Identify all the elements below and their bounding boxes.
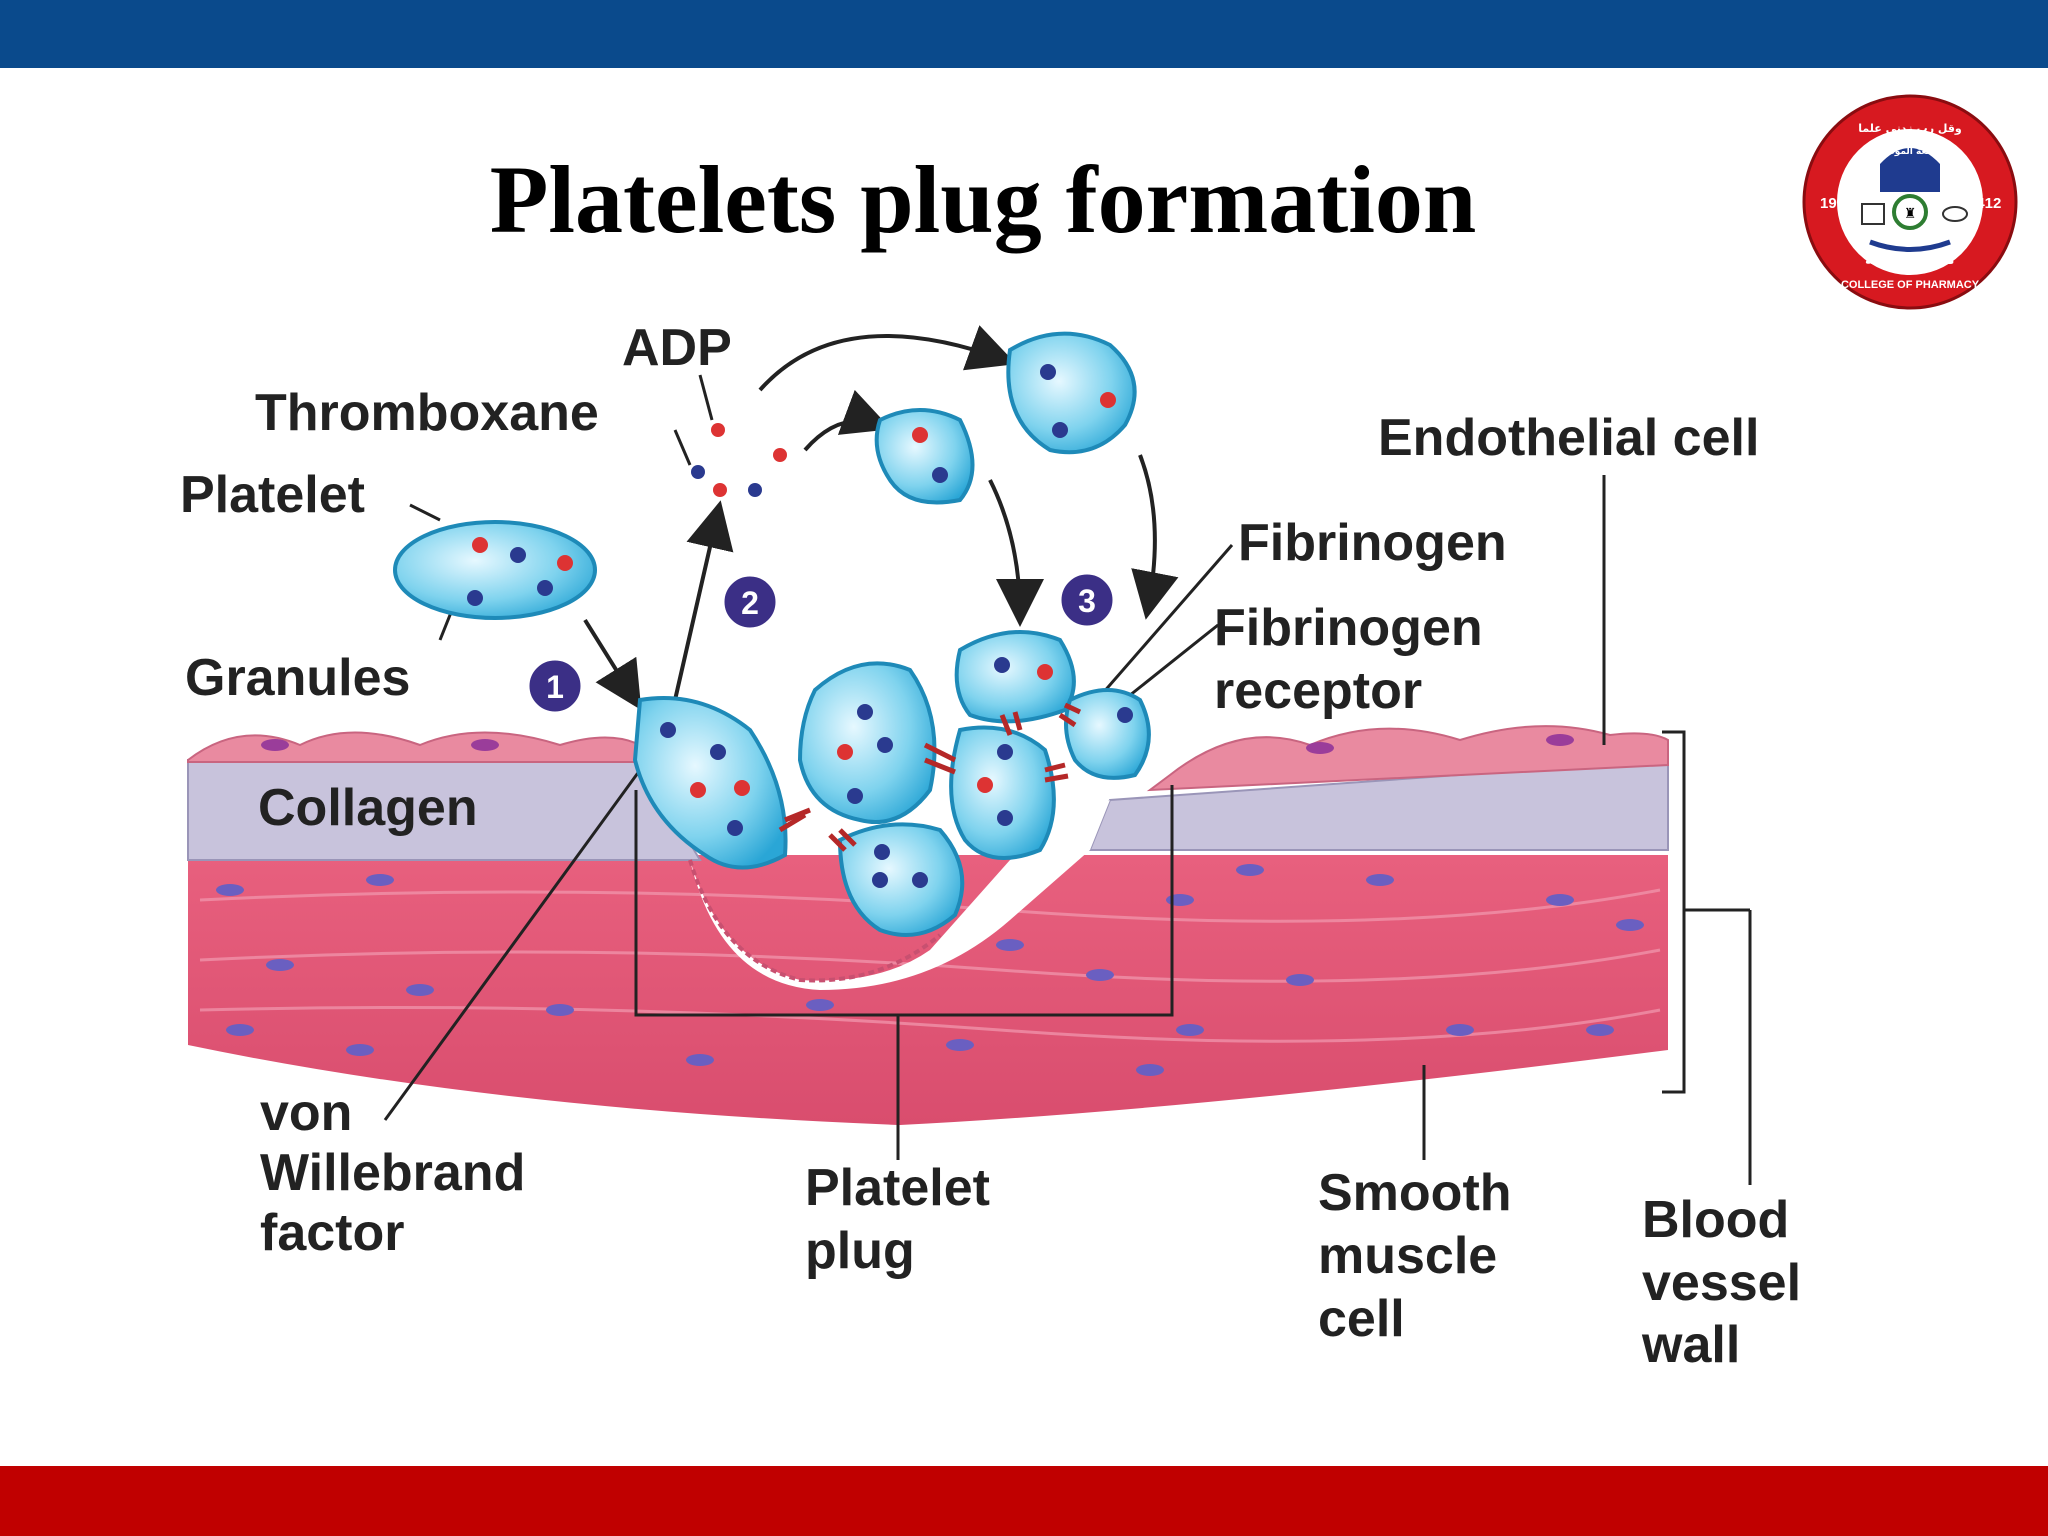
slide-title: Platelets plug formation [489, 146, 1477, 253]
endothelial-layer [187, 731, 641, 763]
vessel-injury [690, 800, 1110, 990]
label-blood-vessel-wall-2: vessel [1642, 1254, 1801, 1312]
step-2-marker: 2 [741, 585, 759, 621]
arrow-step-2 [673, 500, 734, 701]
logo-motto: وقل رب زدني علما [1858, 122, 1962, 135]
arrow-tx-to-platelet [803, 389, 892, 452]
label-collagen: Collagen [258, 779, 478, 837]
label-smooth-muscle-3: cell [1318, 1290, 1405, 1348]
label-vwf-2: Willebrand [260, 1144, 525, 1202]
logo-year-right: 1412 [1968, 195, 2001, 212]
label-platelet-plug-2: plug [805, 1222, 915, 1280]
step-3-marker: 3 [1078, 583, 1096, 619]
label-adp: ADP [622, 319, 732, 377]
label-smooth-muscle-1: Smooth [1318, 1164, 1512, 1222]
logo-university: جامعة الموصل [1878, 147, 1942, 157]
logo-english-name: COLLEGE OF PHARMACY [1841, 279, 1980, 291]
label-granules: Granules [185, 649, 410, 707]
label-thromboxane: Thromboxane [255, 384, 599, 442]
label-fibrinogen-receptor-2: receptor [1214, 662, 1422, 720]
svg-text:♜: ♜ [1904, 206, 1917, 222]
logo-year-left: 1992 [1820, 195, 1853, 212]
step-1-marker: 1 [546, 669, 564, 705]
label-fibrinogen: Fibrinogen [1238, 514, 1507, 572]
step-markers: 1 2 3 [526, 571, 1116, 715]
signalling-molecules [691, 423, 787, 497]
label-blood-vessel-wall-3: wall [1641, 1316, 1740, 1374]
label-smooth-muscle-2: muscle [1318, 1227, 1497, 1285]
bottom-bar [0, 1466, 2048, 1536]
platelet-activated-2 [1006, 331, 1137, 455]
label-platelet: Platelet [180, 466, 365, 524]
label-endothelial-cell: Endothelial cell [1378, 409, 1759, 467]
top-bar [0, 0, 2048, 68]
fibrinogen-bridges [778, 702, 1082, 852]
label-blood-vessel-wall-1: Blood [1642, 1191, 1789, 1249]
label-fibrinogen-receptor-1: Fibrinogen [1214, 599, 1483, 657]
arrow-step-1 [583, 618, 642, 711]
label-vwf-1: von [260, 1084, 352, 1142]
platelet-activated-1 [874, 408, 975, 505]
plug-platelets [632, 630, 1151, 937]
label-platelet-plug-1: Platelet [805, 1159, 990, 1217]
arrow-adp-to-platelet [758, 325, 1017, 392]
platelet-free [393, 520, 597, 620]
label-vwf-3: factor [260, 1204, 404, 1262]
college-logo: ♜ 1992 1412 وقل رب زدني علما جامعة الموص… [1802, 94, 2018, 310]
platelet-plug-bracket [634, 785, 1174, 1017]
logo-arabic-name: كلية الصيدلة [1865, 250, 1956, 268]
muscle-nuclei [216, 864, 1644, 1076]
